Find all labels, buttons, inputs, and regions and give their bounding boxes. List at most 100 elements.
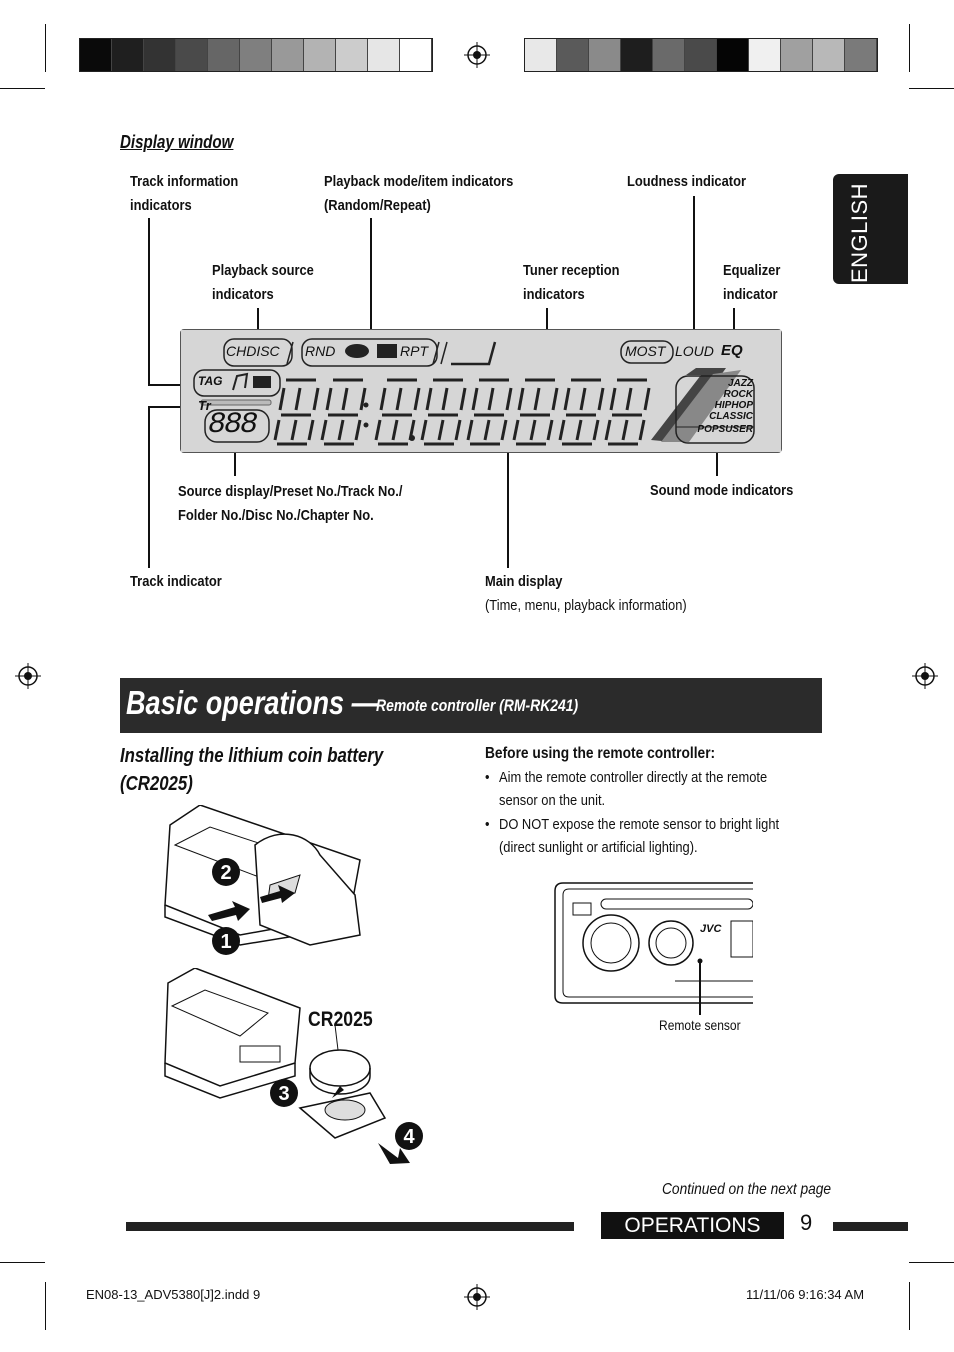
page-number: 9 (800, 1210, 813, 1235)
print-file-name: EN08-13_ADV5380[J]2.indd 9 (86, 1287, 261, 1302)
jvc-logo: JVC (700, 923, 722, 935)
color-calibration-bar-left (79, 38, 433, 72)
head-unit-illustration (554, 882, 753, 1004)
lcd-display-window: CHDISC RND RPT MOST LOUD EQ TAG Tr 888 J… (180, 329, 782, 453)
lcd-segment-character (420, 378, 467, 446)
step-2-icon: 2 (212, 858, 240, 886)
leader-line (733, 308, 735, 338)
leader-line (370, 218, 372, 338)
track-info-label-line2: indicators (130, 197, 192, 214)
color-swatch (112, 39, 144, 71)
lcd-mode-rock: ROCK (723, 389, 753, 400)
footer-rule (126, 1222, 574, 1231)
bullet-1-line2: sensor on the unit. (499, 792, 606, 809)
equalizer-label-line2: indicator (723, 286, 778, 303)
leader-line (716, 440, 718, 476)
crop-mark (909, 24, 910, 72)
battery-cell-label: CR2025 (308, 1008, 373, 1031)
leader-line (257, 308, 259, 338)
color-swatch (240, 39, 272, 71)
lcd-tr: Tr (198, 398, 211, 413)
crop-mark (909, 1282, 910, 1330)
lcd-rpt: RPT (400, 343, 428, 359)
track-info-label-line1: Track information (130, 173, 239, 190)
color-swatch (781, 39, 813, 71)
lcd-graphic (181, 330, 781, 452)
color-swatch (717, 39, 749, 71)
lcd-eq: EQ (721, 342, 743, 359)
svg-text:1: 1 (220, 931, 231, 953)
lcd-tag: TAG (198, 374, 223, 388)
color-swatch (557, 39, 589, 71)
lcd-mode-hiphop: HIPHOP (714, 400, 753, 411)
remote-open-illustration (164, 805, 361, 946)
battery-heading-line2: (CR2025) (120, 773, 193, 795)
color-swatch (304, 39, 336, 71)
lcd-loud: LOUD (675, 343, 714, 359)
lcd-segment-character (273, 378, 320, 446)
main-display-label: Main display (485, 573, 563, 590)
battery-heading: Installing the lithium coin battery (CR2… (120, 742, 383, 798)
language-tab-label: ENGLISH (847, 182, 872, 284)
loudness-label: Loudness indicator (627, 173, 746, 190)
svg-text:4: 4 (403, 1126, 415, 1148)
lcd-mode-jazz: JAZZ (728, 378, 753, 389)
lcd-most: MOST (625, 343, 666, 359)
svg-text:3: 3 (278, 1083, 289, 1105)
lcd-mode-user: USER (725, 424, 753, 435)
crop-mark (0, 88, 45, 89)
color-swatch (653, 39, 685, 71)
color-swatch (336, 39, 368, 71)
before-use-heading: Before using the remote controller: (485, 745, 716, 762)
leader-line (148, 406, 150, 568)
lcd-rnd: RND (305, 343, 336, 359)
display-window-heading: Display window (120, 132, 234, 152)
leader-line (693, 196, 695, 338)
color-swatch (621, 39, 653, 71)
lcd-small-digits: 888 (208, 408, 258, 442)
bullet-2-line2: (direct sunlight or artificial lighting)… (499, 839, 698, 856)
language-tab: ENGLISH (833, 174, 908, 284)
color-swatch (813, 39, 845, 71)
bullet-dot: • (485, 769, 490, 786)
sound-mode-label: Sound mode indicators (650, 482, 794, 499)
registration-target-icon (464, 1284, 490, 1310)
registration-target-icon (15, 663, 41, 689)
leader-line (507, 446, 509, 568)
svg-text:2: 2 (220, 862, 231, 884)
remote-sensor-label: Remote sensor (659, 1017, 741, 1033)
playback-mode-label-line1: Playback mode/item indicators (324, 173, 514, 190)
playback-mode-label-line2: (Random/Repeat) (324, 197, 431, 214)
color-swatch (525, 39, 557, 71)
color-swatch (80, 39, 112, 71)
battery-heading-line1: Installing the lithium coin battery (120, 745, 384, 767)
registration-target-icon (912, 663, 938, 689)
crop-mark (45, 1282, 46, 1330)
leader-line (148, 406, 196, 408)
leader-line (234, 440, 236, 476)
lcd-segment-character (320, 378, 367, 446)
color-swatch (208, 39, 240, 71)
footer-section-label: OPERATIONS (601, 1212, 784, 1239)
bullet-dot: • (485, 816, 490, 833)
main-display-sublabel: (Time, menu, playback information) (485, 597, 687, 614)
leader-line (699, 961, 701, 1015)
color-calibration-bar-right (524, 38, 878, 72)
section-subtitle: Remote controller (RM-RK241) (376, 696, 579, 715)
source-display-label-line1: Source display/Preset No./Track No./ (178, 483, 403, 500)
bullet-2-line1: DO NOT expose the remote sensor to brigh… (499, 816, 780, 833)
color-swatch (845, 39, 877, 71)
lcd-mode-pops: POPS (697, 424, 726, 435)
lcd-chdisc: CHDISC (226, 343, 280, 359)
footer-rule (833, 1222, 908, 1231)
print-timestamp: 11/11/06 9:16:34 AM (746, 1287, 865, 1302)
lcd-segment-character (558, 378, 605, 446)
color-swatch (176, 39, 208, 71)
lcd-segment-character (374, 378, 421, 446)
crop-mark (909, 88, 954, 89)
crop-mark (0, 1262, 45, 1263)
color-swatch (685, 39, 717, 71)
lcd-segment-character (466, 378, 513, 446)
color-swatch (400, 39, 432, 71)
color-swatch (272, 39, 304, 71)
